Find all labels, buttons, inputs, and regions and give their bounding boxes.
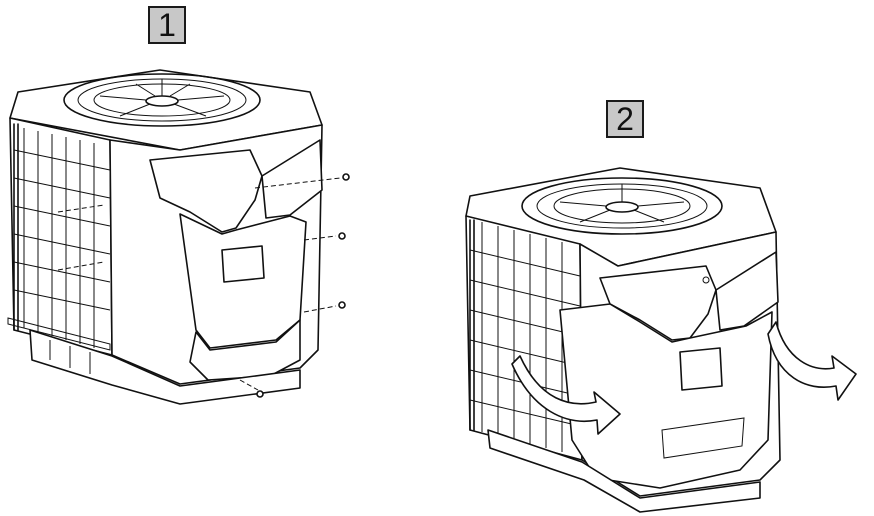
screw-icon	[256, 390, 264, 398]
curved-arrow-right	[767, 321, 857, 401]
screw-icons-step-1	[57, 173, 350, 398]
fan-grille-2	[521, 177, 723, 235]
step-2-badge: 2	[606, 100, 644, 138]
heat-pump-unit-step-2	[465, 167, 857, 513]
step-2-number: 2	[616, 101, 634, 137]
coil-grille-1	[13, 123, 111, 348]
curved-arrow-left	[511, 355, 621, 435]
fan-grille-1	[63, 73, 261, 127]
display-window	[679, 347, 723, 391]
coil-grille-2	[469, 219, 581, 452]
screw-icon	[342, 173, 350, 181]
step-1-number: 1	[158, 7, 176, 43]
heat-pump-unit-step-1	[7, 69, 350, 405]
screw-icon	[338, 232, 346, 240]
screw-icon	[338, 301, 346, 309]
step-1-badge: 1	[148, 6, 186, 44]
